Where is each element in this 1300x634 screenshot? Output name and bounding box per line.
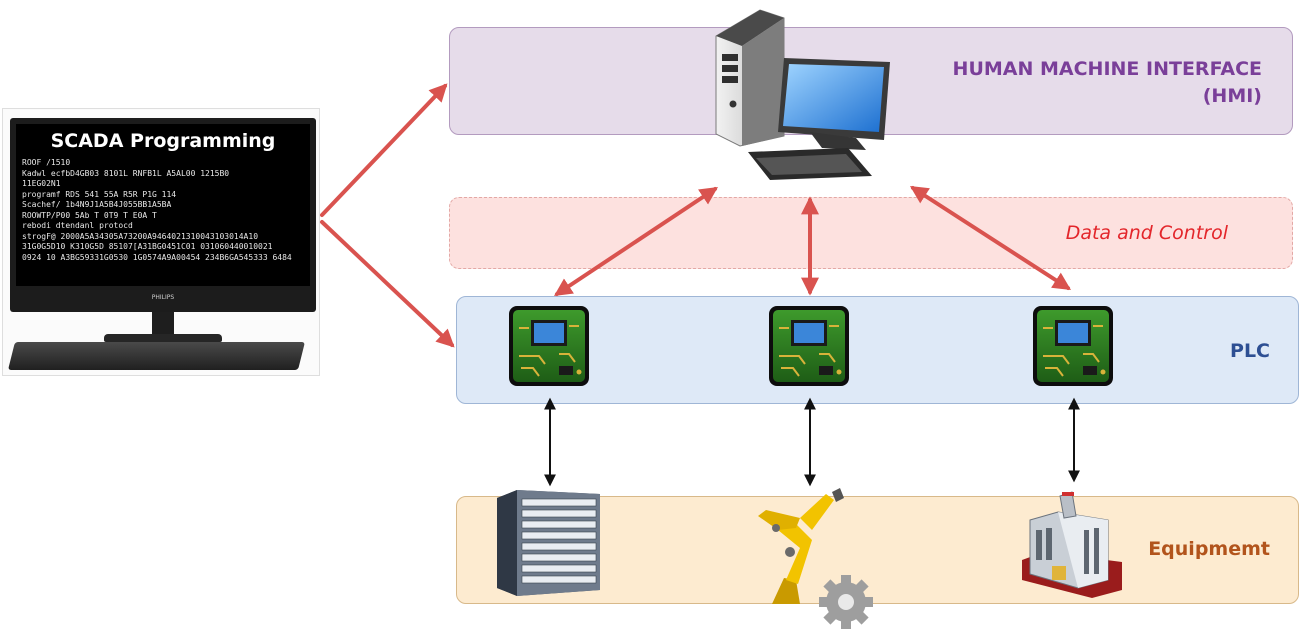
plc-equipment-arrows [544,397,1080,487]
circuit-board-chip-icon [769,306,849,386]
circuit-board-chip-icon [1033,306,1113,386]
arrow-scada-to-hmi [320,83,448,217]
monitor-title: SCADA Programming [50,130,276,152]
code-line: programf RDS 541 55A R5R P1G 114 [22,189,177,199]
code-line: Kadwl ecfbD4GB03 8101L RNFB1L A5AL00 121… [22,168,230,178]
monitor-brand: PHILIPS [151,294,175,301]
code-line: ROOF /1510 [22,158,71,167]
code-lines: ROOF /1510 Kadwl ecfbD4GB03 8101L RNFB1L… [22,158,306,263]
code-line: Scachef/ 1b4N9J1A5B4J055BB1A5BA [22,200,172,209]
code-line: 31G0G5D10 K310G5D 85107[A31BG0451C01 031… [22,242,273,251]
desktop-computer-icon [715,9,890,180]
circuit-board-chip-icon [509,306,589,386]
scada-arrows [320,83,455,348]
code-line: 0924 10 A3BG59331G0530 1G0574A9A00454 23… [22,252,292,262]
server-rack-icon [497,490,600,596]
code-line: rebodi dtendanl protocd [22,221,133,230]
arrow-scada-to-plc [320,220,455,348]
factory-icon [1022,491,1122,598]
plc-label: PLC [1230,340,1270,362]
monitor-base [104,334,222,342]
data-control-label: Data and Control [1065,222,1228,244]
monitor-screen: SCADA Programming ROOF /1510 Kadwl ecfbD… [16,124,310,286]
arrow-hmi-plc-1 [554,187,718,296]
hmi-label: HUMAN MACHINE INTERFACE (HMI) [952,58,1262,107]
code-line: strogF@ 2000A5A34305A73200A9464021310043… [22,231,259,241]
plc-layer [456,296,1299,404]
robot-arm-gear-icon [758,488,873,629]
data-control-arrows [554,186,1072,296]
code-line: ROOWTP/P00 5Ab T 0T9 T E0A T [22,210,157,220]
code-line: 11EG02N1 [22,179,61,188]
arrow-hmi-plc-3 [909,186,1072,290]
monitor-stand [152,312,174,336]
equipment-label: Equipmemt [1148,538,1270,560]
